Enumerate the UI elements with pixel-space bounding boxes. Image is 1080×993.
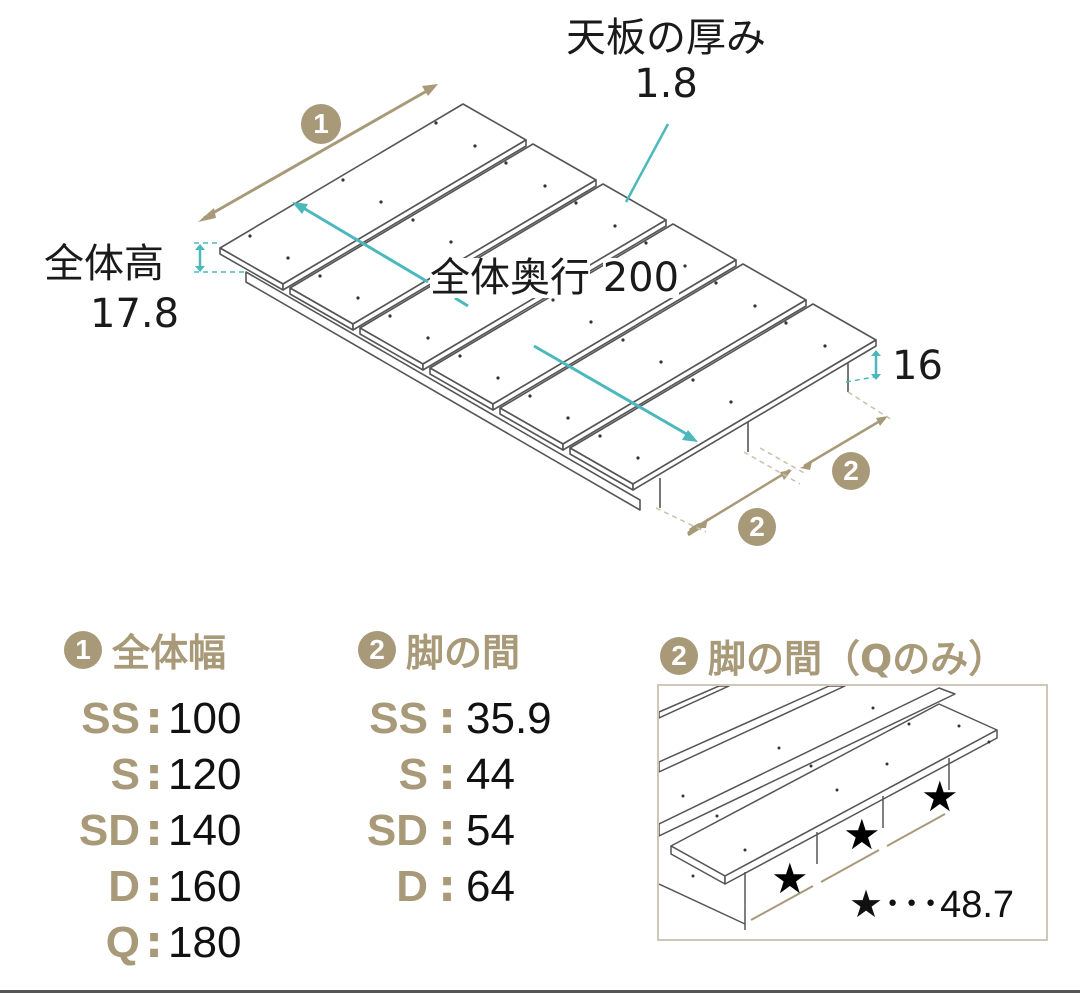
size-value: 54 <box>466 806 515 855</box>
size-label: S <box>398 750 428 799</box>
slat-2 <box>289 143 597 331</box>
queen-inset-title: 脚の間（Qのみ） <box>708 637 1007 681</box>
table-row: D:64 <box>352 859 552 915</box>
width-table: 1 全体幅 SS:100 S:120 SD:140 D:160 Q:180 <box>64 622 241 971</box>
leg-height-value: 16 <box>892 343 943 389</box>
table-row: S:120 <box>64 747 242 803</box>
table-row: S:44 <box>352 747 552 803</box>
size-label: SS <box>81 694 140 743</box>
leg-gap-marker-badge-right: 2 <box>832 452 870 490</box>
leg-gap-table: 2 脚の間 SS:35.9 S:44 SD:54 D:64 <box>352 622 552 915</box>
bottom-divider <box>0 990 1080 993</box>
colon: : <box>145 805 163 856</box>
size-value: 100 <box>168 694 242 743</box>
table-row: Q:180 <box>64 915 242 971</box>
leg-gap-table-title: 脚の間 <box>406 631 521 675</box>
table-row: SS:35.9 <box>352 691 552 747</box>
star-note: ★･･･48.7 <box>849 884 1015 926</box>
colon: : <box>438 693 456 744</box>
size-label: S <box>110 750 140 799</box>
queen-frame-illustration <box>659 686 998 930</box>
colon: : <box>145 693 163 744</box>
overall-height-label: 全体高 17.8 <box>44 244 179 334</box>
bed-frame-diagram <box>194 84 893 537</box>
size-value: 35.9 <box>466 694 552 743</box>
leg-gap-badge: 2 <box>358 630 396 669</box>
size-label: D <box>108 862 140 911</box>
leg-gap-table-rows: SS:35.9 S:44 SD:54 D:64 <box>352 691 552 915</box>
width-badge: 1 <box>64 630 102 669</box>
size-label: SD <box>366 806 428 855</box>
size-label: Q <box>105 918 140 967</box>
size-value: 160 <box>168 862 242 911</box>
width-table-title: 全体幅 <box>112 631 227 675</box>
size-value: 44 <box>466 750 515 799</box>
colon: : <box>438 805 456 856</box>
colon: : <box>145 917 163 968</box>
size-label: D <box>396 862 428 911</box>
table-row: SS:100 <box>64 691 241 747</box>
colon: : <box>145 749 163 800</box>
top-thickness-title: 天板の厚み <box>566 15 766 61</box>
size-value: 180 <box>168 918 242 967</box>
overall-height-title: 全体高 <box>44 241 164 287</box>
slat-5 <box>499 263 807 451</box>
slat-1 <box>219 103 527 291</box>
star-1: ★ <box>771 854 809 903</box>
width-table-header: 1 全体幅 <box>64 622 241 677</box>
size-label: SD <box>78 806 140 855</box>
overall-depth-label: 全体奥行 200 <box>430 248 680 301</box>
width-marker-badge: 1 <box>301 104 341 144</box>
size-value: 140 <box>168 806 242 855</box>
overall-height-value: 17.8 <box>90 291 180 337</box>
queen-inset-diagram: ★ ★ ★ ★･･･48.7 <box>657 684 1048 941</box>
size-label: SS <box>369 694 428 743</box>
overall-depth-title: 全体奥行 <box>430 255 590 301</box>
top-thickness-label: 天板の厚み 1.8 <box>546 18 786 104</box>
colon: : <box>145 861 163 912</box>
top-thickness-value: 1.8 <box>634 61 698 107</box>
size-value: 120 <box>168 750 242 799</box>
table-row: SD:140 <box>64 803 242 859</box>
colon: : <box>438 749 456 800</box>
table-row: D:160 <box>64 859 241 915</box>
table-row: SD:54 <box>352 803 552 859</box>
queen-leg-gap-badge: 2 <box>660 636 698 675</box>
colon: : <box>438 861 456 912</box>
size-value: 64 <box>466 862 515 911</box>
overall-depth-value: 200 <box>602 255 680 301</box>
width-table-rows: SS:100 S:120 SD:140 D:160 Q:180 <box>64 691 242 971</box>
leg-gap-marker-badge-left: 2 <box>738 508 776 546</box>
queen-inset-header: 2 脚の間（Qのみ） <box>660 628 1006 683</box>
slat-6 <box>569 303 877 491</box>
star-2: ★ <box>843 810 881 859</box>
leg-gap-table-header: 2 脚の間 <box>358 622 552 677</box>
star-3: ★ <box>921 772 959 821</box>
